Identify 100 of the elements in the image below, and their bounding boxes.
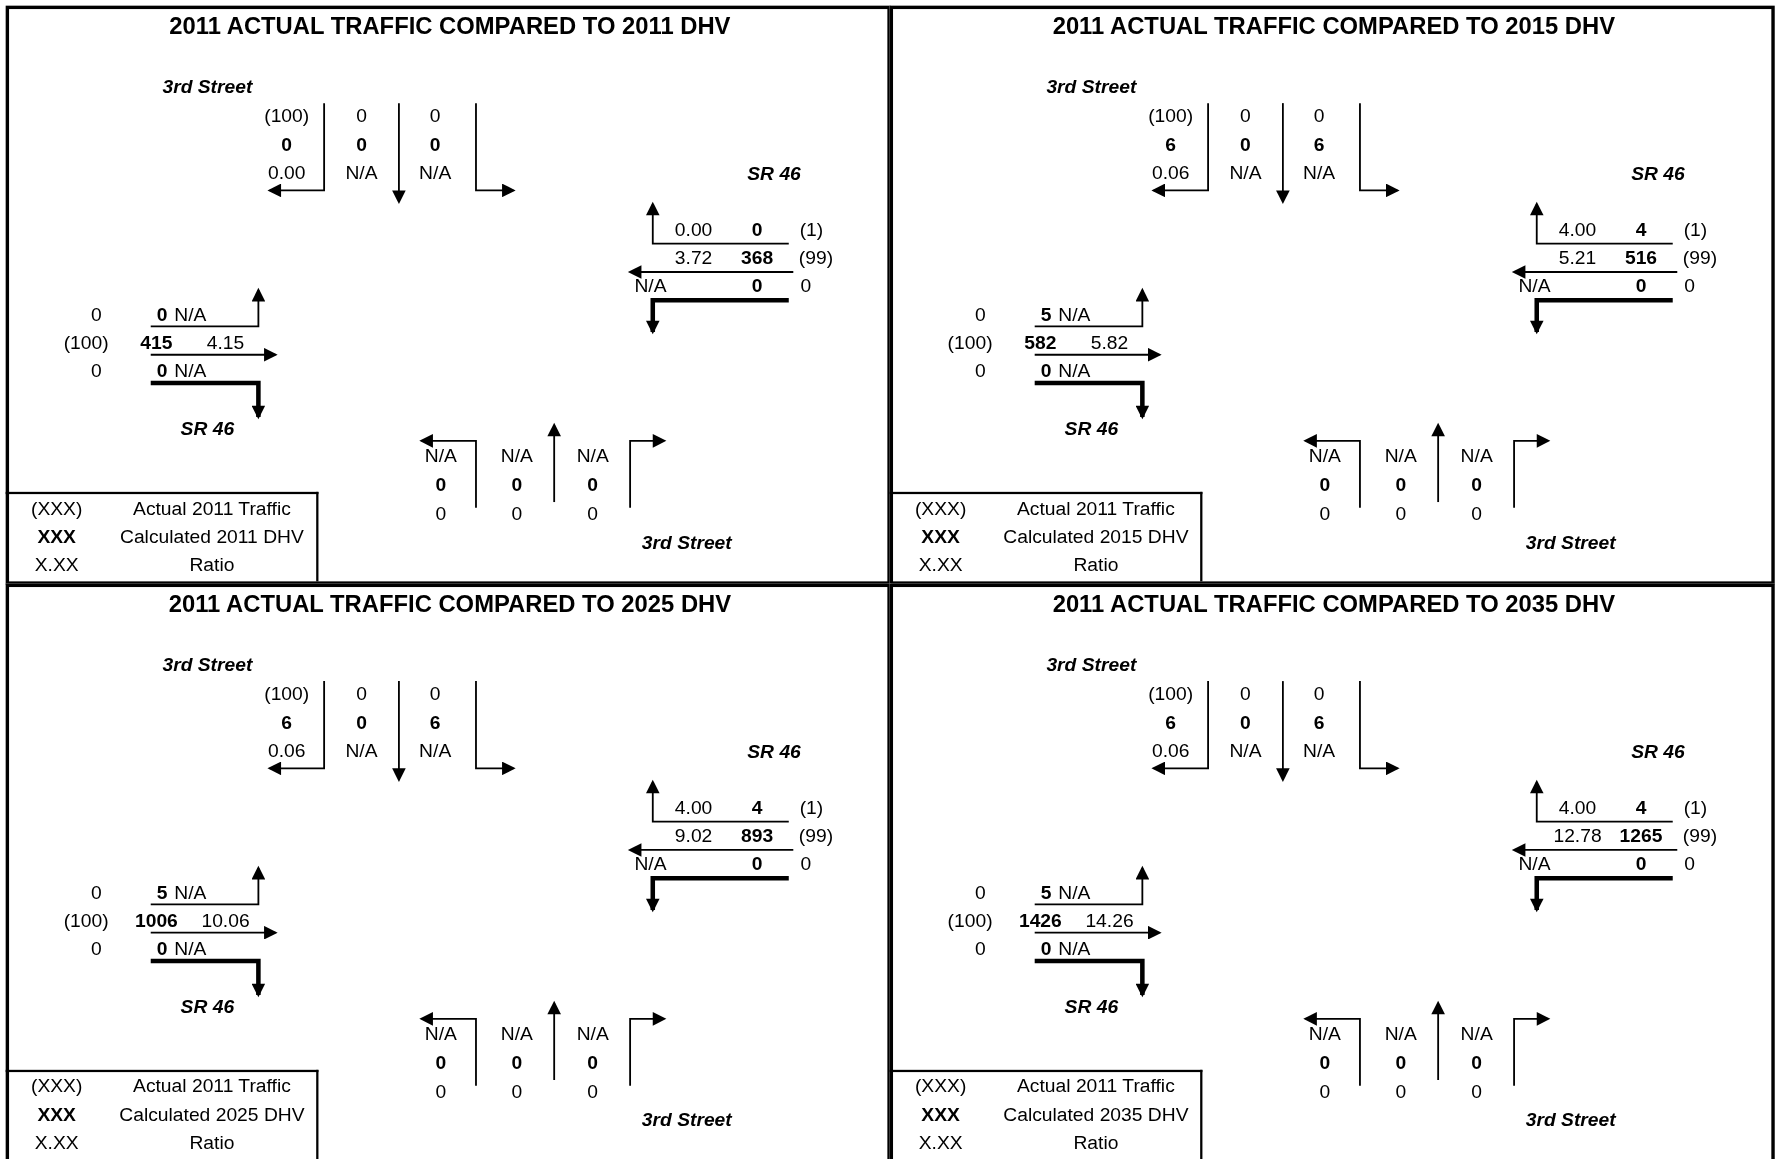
- panel-title: 2011 ACTUAL TRAFFIC COMPARED TO 2025 DHV: [168, 592, 732, 616]
- actual-traffic-value: (100): [264, 683, 310, 707]
- legend-key: (XXX): [914, 1075, 967, 1099]
- ratio-value: 10.06: [201, 910, 250, 933]
- calculated-dhv-value: 0: [1040, 938, 1052, 962]
- ratio-value: N/A: [1518, 853, 1551, 877]
- street-name: 3rd Street: [162, 75, 253, 99]
- calculated-dhv-value: 0: [1635, 853, 1647, 877]
- ratio-value: 5.21: [1558, 247, 1597, 270]
- actual-traffic-value: 0: [974, 938, 986, 962]
- legend-key: X.XX: [34, 554, 79, 577]
- actual-traffic-value: 0: [974, 881, 986, 905]
- legend-key: XXX: [921, 1103, 960, 1127]
- actual-traffic-value: 0: [1319, 1081, 1331, 1104]
- actual-traffic-value: (99): [1682, 247, 1718, 270]
- calculated-dhv-value: 4: [1635, 218, 1647, 242]
- calculated-dhv-value: 1006: [134, 910, 178, 933]
- calculated-dhv-value: 0: [1040, 360, 1052, 384]
- street-name: SR 46: [747, 741, 801, 764]
- actual-traffic-value: (99): [798, 825, 834, 848]
- legend-key: X.XX: [918, 1132, 963, 1155]
- calculated-dhv-value: 0: [435, 1051, 447, 1075]
- actual-traffic-value: 0: [1240, 105, 1251, 129]
- panel-frame: [5, 583, 891, 1159]
- legend-key: XXX: [37, 525, 76, 549]
- ratio-value: N/A: [1460, 1023, 1493, 1047]
- ratio-value: N/A: [424, 445, 457, 469]
- ratio-value: 0.00: [267, 162, 306, 185]
- ratio-value: N/A: [1058, 881, 1091, 905]
- legend-description: Actual 2011 Traffic: [133, 497, 291, 521]
- calculated-dhv-value: 6: [429, 711, 441, 735]
- actual-traffic-value: (99): [798, 247, 834, 270]
- actual-traffic-value: (100): [947, 910, 993, 933]
- calculated-dhv-value: 5: [156, 881, 168, 905]
- street-name: SR 46: [747, 163, 801, 186]
- actual-traffic-value: 0: [1471, 1081, 1483, 1104]
- legend-key: X.XX: [34, 1132, 79, 1155]
- calculated-dhv-value: 0: [281, 133, 293, 157]
- calculated-dhv-value: 0: [587, 473, 599, 497]
- ratio-value: N/A: [1308, 1023, 1341, 1047]
- calculated-dhv-value: 582: [1024, 332, 1057, 355]
- actual-traffic-value: 0: [974, 360, 986, 384]
- actual-traffic-value: 0: [90, 938, 102, 962]
- calculated-dhv-value: 5: [1040, 303, 1052, 327]
- calculated-dhv-value: 5: [1040, 881, 1052, 905]
- actual-traffic-value: (100): [264, 105, 310, 129]
- actual-traffic-value: (1): [799, 796, 824, 820]
- actual-traffic-value: 0: [1395, 503, 1407, 526]
- ratio-value: N/A: [345, 162, 378, 185]
- actual-traffic-value: 0: [1240, 683, 1251, 707]
- ratio-value: N/A: [1460, 445, 1493, 469]
- calculated-dhv-value: 0: [156, 303, 168, 327]
- ratio-value: 0.06: [1151, 740, 1190, 763]
- calculated-dhv-value: 0: [511, 1051, 523, 1075]
- street-name: SR 46: [180, 418, 235, 441]
- ratio-value: 9.02: [674, 825, 713, 848]
- ratio-value: N/A: [576, 445, 609, 469]
- calculated-dhv-value: 0: [1240, 711, 1251, 735]
- calculated-dhv-value: 4: [1635, 796, 1647, 820]
- ratio-value: N/A: [419, 740, 452, 763]
- actual-traffic-value: 0: [511, 1081, 523, 1104]
- actual-traffic-value: 0: [435, 1081, 447, 1104]
- legend-description: Actual 2011 Traffic: [1017, 497, 1175, 521]
- ratio-value: N/A: [1303, 740, 1336, 763]
- ratio-value: 4.00: [674, 796, 713, 820]
- actual-traffic-value: 0: [1684, 853, 1696, 877]
- calculated-dhv-value: 0: [356, 133, 367, 157]
- panel-title: 2011 ACTUAL TRAFFIC COMPARED TO 2015 DHV: [1052, 14, 1616, 38]
- actual-traffic-value: 0: [1319, 503, 1331, 526]
- ratio-value: N/A: [1303, 162, 1336, 185]
- actual-traffic-value: 0: [1313, 683, 1325, 707]
- street-name: 3rd Street: [641, 1109, 732, 1133]
- actual-traffic-value: 0: [1313, 105, 1325, 129]
- legend-key: (XXX): [914, 497, 967, 521]
- ratio-value: 4.15: [206, 332, 245, 355]
- ratio-value: 0.06: [267, 740, 306, 763]
- ratio-value: N/A: [1058, 938, 1091, 962]
- calculated-dhv-value: 6: [1313, 133, 1325, 157]
- legend-key: (XXX): [30, 497, 83, 521]
- panel-frame: [889, 5, 1775, 585]
- calculated-dhv-value: 0: [435, 473, 447, 497]
- calculated-dhv-value: 0: [511, 473, 523, 497]
- calculated-dhv-value: 6: [1165, 711, 1177, 735]
- ratio-value: N/A: [174, 938, 207, 962]
- calculated-dhv-value: 6: [281, 711, 293, 735]
- panel-title: 2011 ACTUAL TRAFFIC COMPARED TO 2035 DHV: [1052, 592, 1616, 616]
- ratio-value: N/A: [174, 303, 207, 327]
- actual-traffic-value: 0: [1471, 503, 1483, 526]
- calculated-dhv-value: 0: [156, 938, 168, 962]
- calculated-dhv-value: 0: [751, 275, 763, 299]
- street-name: SR 46: [1064, 996, 1119, 1019]
- calculated-dhv-value: 0: [156, 360, 168, 384]
- calculated-dhv-value: 0: [1319, 473, 1331, 497]
- calculated-dhv-value: 893: [740, 825, 774, 848]
- panel-frame: [889, 583, 1775, 1159]
- ratio-value: N/A: [634, 275, 667, 299]
- ratio-value: 0.06: [1151, 162, 1190, 185]
- calculated-dhv-value: 0: [1395, 473, 1407, 497]
- legend-key: (XXX): [30, 1075, 83, 1099]
- street-name: 3rd Street: [1525, 1109, 1616, 1133]
